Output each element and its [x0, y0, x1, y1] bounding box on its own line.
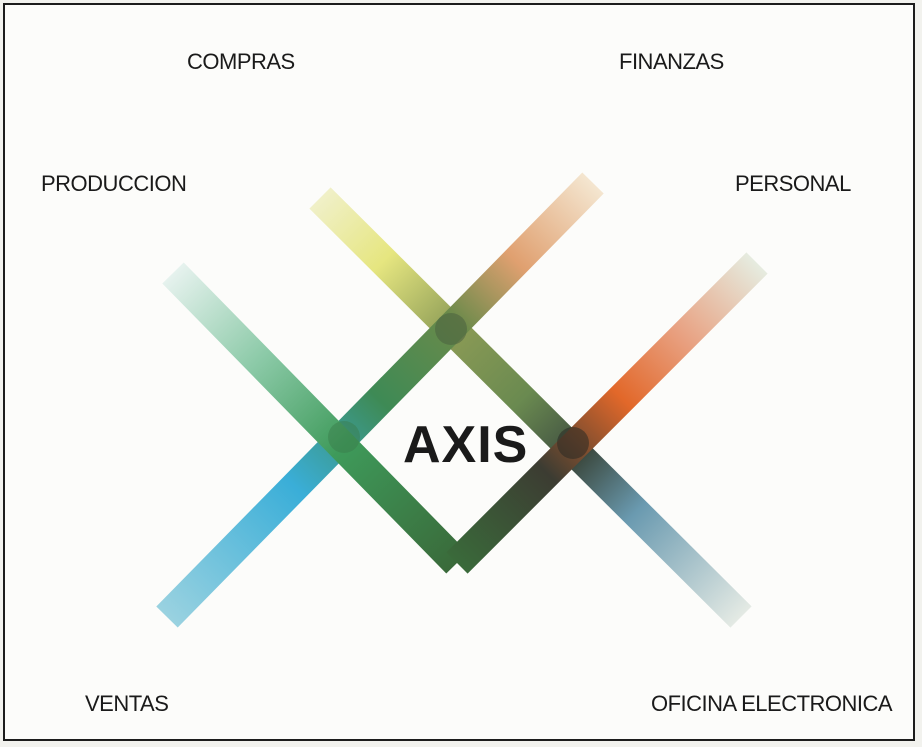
- intersection-top: [435, 313, 467, 345]
- center-title: AXIS: [403, 416, 529, 474]
- band-yellow-to-bluegrey: [309, 187, 752, 628]
- band-green-to-orange: [446, 252, 768, 574]
- intersection-left: [328, 421, 360, 453]
- label-personal: PERSONAL: [735, 171, 851, 196]
- label-produccion: PRODUCCION: [41, 171, 187, 196]
- band-mint-to-green: [162, 262, 468, 574]
- diagram-frame: COMPRAS FINANZAS PRODUCCION PERSONAL VEN…: [3, 3, 915, 741]
- label-oficina-electronica: OFICINA ELECTRONICA: [651, 691, 893, 716]
- label-compras: COMPRAS: [187, 49, 295, 74]
- intersection-right: [557, 427, 589, 459]
- axis-diagram: [156, 172, 768, 628]
- band-orange-to-cyan: [156, 172, 604, 628]
- label-finanzas: FINANZAS: [619, 49, 724, 74]
- label-ventas: VENTAS: [85, 691, 169, 716]
